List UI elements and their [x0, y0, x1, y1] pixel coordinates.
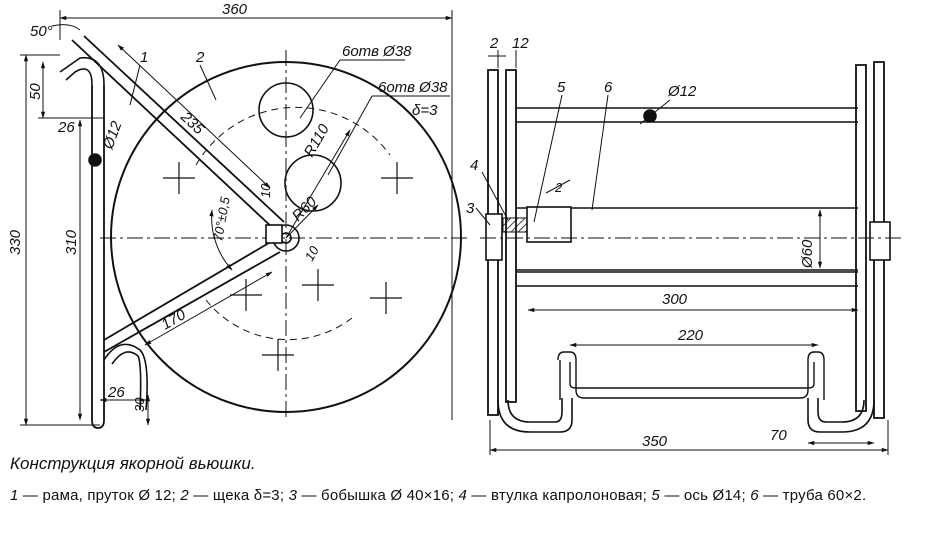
callout-6: 6	[604, 79, 613, 96]
front-view-labels: 2 12 Ø12 Ø60 300 220 350 70 2 3 4 5 6	[466, 35, 816, 450]
dim-10-b: 10	[302, 243, 323, 264]
dim-310: 310	[63, 229, 80, 255]
legend-text-6: — труба 60×2.	[758, 487, 867, 504]
dim-170: 170	[159, 306, 190, 334]
dim-12: 12	[512, 35, 529, 52]
handle	[557, 351, 825, 400]
dim-70: 70	[770, 427, 787, 444]
legend-num-1: 1	[10, 487, 19, 504]
anchor-reel-drawing: 360 50° 50 26 330 310 Ø12 235 170 6отв Ø…	[7, 1, 905, 455]
hole	[284, 154, 342, 212]
frame-hook-top	[59, 56, 105, 86]
dim-50-angle: 50°	[30, 23, 53, 40]
dim-330: 330	[7, 229, 24, 255]
base-loop-right	[807, 398, 875, 433]
dim-60: Ø60	[799, 239, 816, 269]
dim-26-foot: 26	[107, 384, 125, 401]
dim-30-foot: 30	[132, 397, 147, 412]
dim-thickness: δ=3	[412, 102, 438, 119]
dim-235: 235	[177, 108, 208, 139]
legend-num-5: 5	[651, 487, 660, 504]
dim-tube-diam: Ø12	[667, 83, 697, 100]
legend-num-3: 3	[288, 487, 298, 504]
frame-foot	[103, 343, 148, 411]
dim-26-top: 26	[57, 119, 75, 136]
callout-5: 5	[557, 79, 566, 96]
dim-220: 220	[677, 327, 704, 344]
dim-70-angle: 70°±0,5	[210, 195, 233, 243]
side-view	[20, 10, 470, 429]
base-loop-left	[497, 398, 573, 433]
dim-50-hook: 50	[27, 83, 44, 100]
legend-num-4: 4	[458, 487, 468, 504]
dim-holes-a: 6отв Ø38	[342, 43, 412, 60]
boss	[485, 213, 503, 261]
dim-300: 300	[662, 291, 688, 308]
legend-text-5: — ось Ø14;	[659, 487, 751, 504]
legend-text-1: — рама, пруток Ø 12;	[18, 487, 181, 504]
dim-360: 360	[222, 1, 248, 18]
dim-10-a: 10	[258, 183, 273, 198]
dim-2: 2	[489, 35, 499, 52]
dim-2-small: 2	[554, 180, 563, 195]
left-cheek	[505, 69, 517, 403]
callout-3: 3	[466, 200, 475, 217]
callout-1: 1	[140, 49, 148, 66]
axle	[526, 206, 572, 243]
construction-arc	[195, 106, 391, 166]
frame-arm-lower	[103, 239, 281, 353]
legend-text-4: — втулка капролоновая;	[467, 487, 652, 504]
callout-4: 4	[470, 157, 478, 174]
dim-r60: R60	[289, 193, 321, 225]
dim-holes-b: 6отв Ø38	[378, 79, 448, 96]
legend-text-3: — бобышка Ø 40×16;	[297, 487, 459, 504]
dim-r110: R110	[301, 121, 333, 160]
figure-caption: Конструкция якорной вьюшки.	[10, 454, 256, 473]
front-view	[475, 50, 905, 455]
legend-num-6: 6	[750, 487, 759, 504]
legend-text-2: — щека δ=3;	[188, 487, 289, 504]
dim-350: 350	[642, 433, 668, 450]
frame-upright	[91, 85, 105, 429]
legend-num-2: 2	[180, 487, 189, 504]
callout-2: 2	[195, 49, 205, 66]
figure-legend: 1 — рама, пруток Ø 12; 2 — щека δ=3; 3 —…	[10, 484, 915, 507]
